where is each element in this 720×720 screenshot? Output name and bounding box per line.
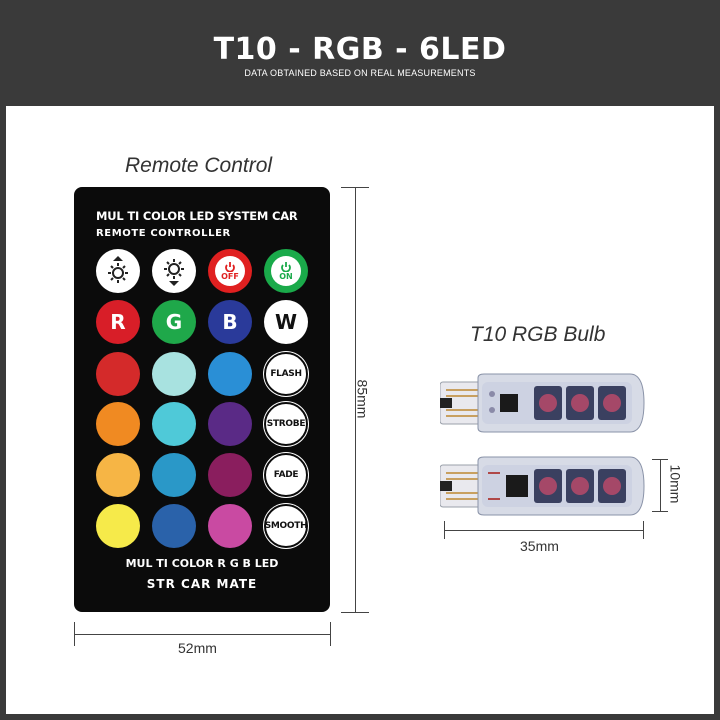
color-swatch-button (152, 352, 196, 396)
remote-footer-line2: STR CAR MATE (146, 577, 258, 591)
remote-footer-line1: MUL TI COLOR R G B LED (125, 557, 279, 570)
color-swatch-button (208, 453, 252, 497)
remote-subheading: REMOTE CONTROLLER (96, 228, 231, 239)
color-swatch-button (96, 504, 140, 548)
color-swatch-button (208, 352, 252, 396)
page-title: T10 - RGB - 6LED (213, 32, 507, 67)
bulb-caption: T10 RGB Bulb (470, 323, 606, 346)
brightness-up-icon (108, 256, 128, 283)
color-swatch-button (152, 402, 196, 446)
color-swatch-button (152, 453, 196, 497)
green-label: G (165, 310, 183, 334)
remote-heading: MUL TI COLOR LED SYSTEM CAR (96, 209, 298, 223)
color-swatch-button (96, 453, 140, 497)
red-button: R (96, 300, 140, 344)
blue-button: B (208, 300, 252, 344)
red-label: R (110, 310, 126, 334)
off-button: OFF (208, 249, 252, 293)
blue-label: B (222, 310, 238, 334)
color-swatch-button (152, 504, 196, 548)
color-swatch-button (96, 402, 140, 446)
smooth-button: SMOOTH (264, 504, 308, 548)
bulb-length-label: 35mm (520, 538, 559, 554)
green-button: G (152, 300, 196, 344)
page-subtitle: DATA OBTAINED BASED ON REAL MEASUREMENTS (244, 68, 476, 78)
bulb-height-label: 10mm (667, 464, 684, 504)
remote-height-line (355, 187, 356, 613)
rgb-bulb-top (440, 373, 645, 433)
color-swatch-button (96, 352, 140, 396)
off-label: OFF (221, 271, 239, 281)
remote-width-line (74, 634, 331, 635)
remote-height-label: 85mm (354, 379, 371, 419)
remote-width-label: 52mm (178, 640, 217, 656)
power-on-icon: ON (271, 256, 301, 286)
color-swatch-button (208, 504, 252, 548)
brightness-down-button (152, 249, 196, 293)
brightness-down-icon (164, 259, 184, 286)
color-swatch-button (208, 402, 252, 446)
power-off-icon: OFF (215, 256, 245, 286)
fade-button: FADE (264, 453, 308, 497)
brightness-up-button (96, 249, 140, 293)
on-label: ON (279, 271, 293, 281)
bulb-height-line (660, 459, 661, 512)
white-label: W (274, 310, 298, 334)
rgb-bulb-bottom (440, 456, 645, 516)
header-bar: T10 - RGB - 6LED DATA OBTAINED BASED ON … (0, 0, 720, 106)
remote-control: MUL TI COLOR LED SYSTEM CAR REMOTE CONTR… (74, 187, 330, 612)
bulb-length-line (444, 530, 644, 531)
white-button: W (264, 300, 308, 344)
strobe-button: STROBE (264, 402, 308, 446)
flash-button: FLASH (264, 352, 308, 396)
remote-caption: Remote Control (125, 154, 273, 177)
on-button: ON (264, 249, 308, 293)
